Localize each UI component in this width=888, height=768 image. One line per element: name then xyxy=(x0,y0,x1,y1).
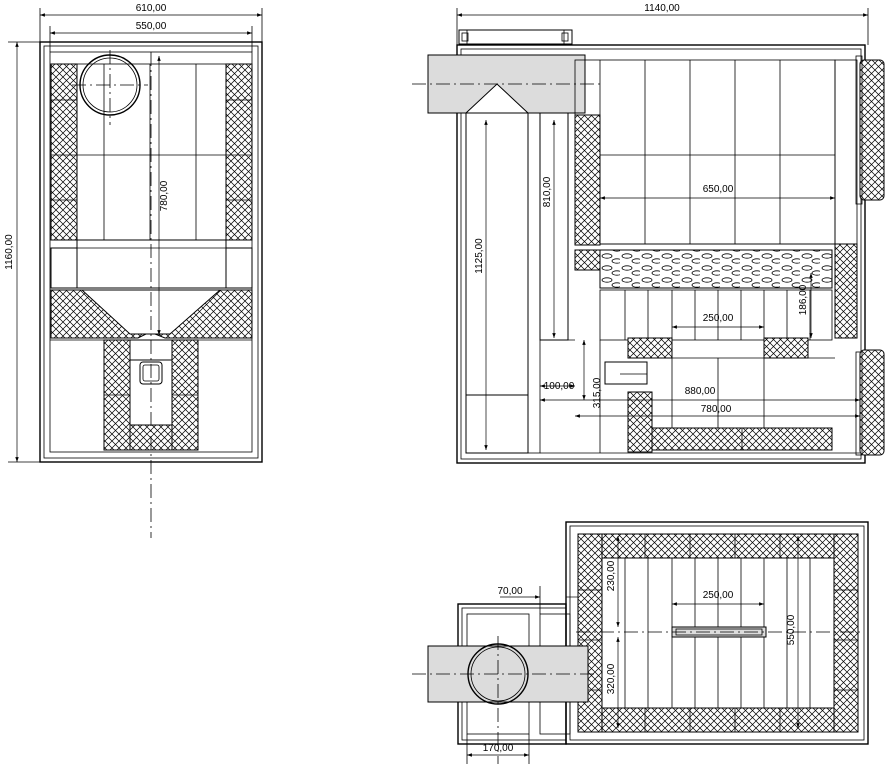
side-chimney-cap xyxy=(458,29,573,45)
dim-side-inner-length: 880,00 xyxy=(685,386,716,397)
side-grate xyxy=(599,249,833,289)
side-ash-door-handle xyxy=(604,361,648,385)
dim-side-tank-width: 650,00 xyxy=(703,184,734,195)
dim-side-chamber-height: 810,00 xyxy=(542,176,553,207)
dim-front-height: 1160,00 xyxy=(4,234,15,270)
plan-view: 250,00 230,00 320,00 550,00 70,00 170,00 xyxy=(412,521,869,764)
dim-front-outer-width: 610,00 xyxy=(136,3,167,14)
dim-plan-flue-width: 170,00 xyxy=(483,743,514,754)
dim-plan-depth-top: 230,00 xyxy=(606,560,617,591)
side-ash-brick-top xyxy=(627,337,673,359)
dim-side-slot-width: 250,00 xyxy=(703,313,734,324)
dim-side-hearth-length: 780,00 xyxy=(701,404,732,415)
dim-plan-slot-width: 250,00 xyxy=(703,590,734,601)
front-right-brick-wall xyxy=(225,63,253,241)
dim-side-flue-height: 1125,00 xyxy=(474,238,485,274)
front-view: 610,00 550,00 1160,00 780,00 xyxy=(4,3,263,538)
dim-plan-flue-offset: 70,00 xyxy=(497,586,522,597)
dim-front-grate-height: 780,00 xyxy=(159,180,170,211)
dim-side-offset: 100,00 xyxy=(544,381,575,392)
front-left-brick-wall xyxy=(50,63,78,241)
side-view: 1125,00 810,00 650,00 xyxy=(412,3,885,464)
dim-plan-depth-bottom: 320,00 xyxy=(606,663,617,694)
dim-side-ash-height: 315,00 xyxy=(592,377,603,408)
front-tank-panels xyxy=(76,63,227,241)
side-tank-panels xyxy=(574,59,836,245)
side-outer-casing xyxy=(456,44,866,464)
side-bottom-door xyxy=(859,349,885,456)
side-left-brick xyxy=(574,114,601,246)
side-top-door xyxy=(859,59,885,201)
dim-side-length: 1140,00 xyxy=(644,3,680,14)
dim-side-grate-gap: 186,00 xyxy=(798,284,809,315)
front-firebox-lid xyxy=(76,239,227,289)
dim-plan-inner-width: 550,00 xyxy=(786,614,797,645)
dim-front-inner-width: 550,00 xyxy=(136,21,167,32)
